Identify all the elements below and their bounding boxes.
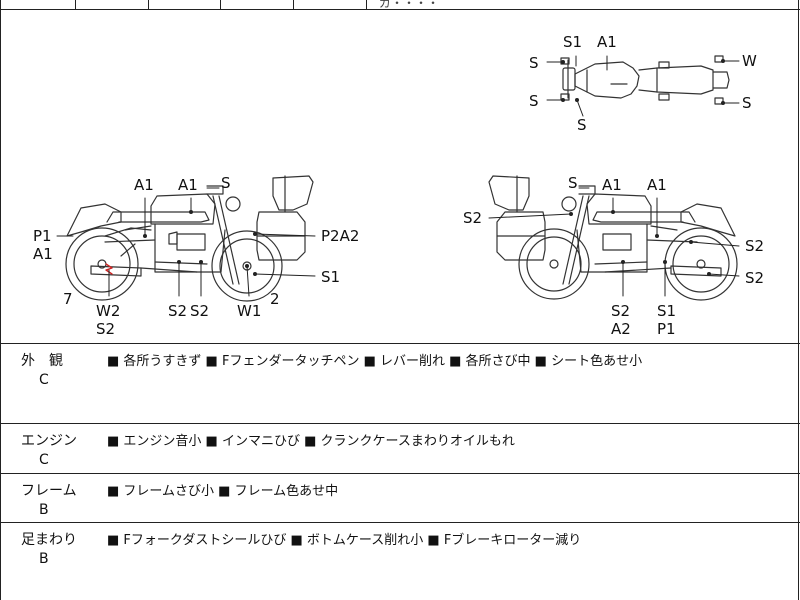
header-cell (148, 0, 221, 10)
top-view-label-s-upper: S (529, 54, 539, 72)
header-strip: ガ・・・・ (1, 0, 800, 10)
right-view-label-s2-bag: S2 (463, 209, 482, 227)
section-exterior: 外 観 C ■ 各所うすきず ■ Fフェンダータッチペン ■ レバー削れ ■ 各… (1, 344, 800, 424)
right-side-motorcycle (488, 175, 738, 301)
right-view-label-s1: S1 (657, 302, 676, 320)
top-view-label-s-right: S (742, 94, 752, 112)
top-view-label-w: W (742, 52, 757, 70)
section-grade: C (39, 452, 49, 468)
right-view-label-s2-engine: S2 (611, 302, 630, 320)
left-view-label-s1: S1 (321, 268, 340, 286)
left-view-label-a1-rear: A1 (33, 245, 53, 263)
left-view-label-s2: S2 (96, 320, 115, 338)
section-title: フレーム (21, 483, 77, 499)
top-view-label-a1: A1 (597, 33, 617, 51)
left-view-label-7: 7 (63, 290, 73, 308)
left-view-label-p2a2: P2A2 (321, 227, 359, 245)
section-title: 外 観 (21, 353, 63, 369)
header-cell (1, 0, 76, 10)
section-grade: B (39, 502, 49, 518)
section-grade: C (39, 372, 49, 388)
left-view-label-s-handle: S (221, 174, 231, 192)
left-view-label-s2-engine: S2 (168, 302, 187, 320)
header-cell (220, 0, 294, 10)
section-grade: B (39, 551, 49, 567)
section-engine: エンジン C ■ エンジン音小 ■ インマニひび ■ クランクケースまわりオイル… (1, 424, 800, 474)
motorcycle-diagram-svg: S1 A1 S S S W S A1 A1 S P1 A1 P2A2 S1 7 … (33, 33, 764, 338)
top-view-label-s-lower: S (529, 92, 539, 110)
section-frame: フレーム B ■ フレームさび小 ■ フレーム色あせ中 (1, 474, 800, 523)
section-title: エンジン (21, 433, 77, 449)
left-view-label-s2-exhaust: S2 (190, 302, 209, 320)
left-view-label-w1: W1 (237, 302, 261, 320)
header-cell (75, 0, 149, 10)
left-view-label-a1-frame: A1 (134, 176, 154, 194)
leader-lines (56, 55, 740, 297)
damage-diagram: S1 A1 S S S W S A1 A1 S P1 A1 P2A2 S1 7 … (1, 10, 800, 344)
right-view-label-a1-frame: A1 (647, 176, 667, 194)
section-notes: ■ 各所うすきず ■ Fフェンダータッチペン ■ レバー削れ ■ 各所さび中 ■… (107, 354, 643, 369)
left-view-label-p1: P1 (33, 227, 52, 245)
section-suspension: 足まわり B ■ Fフォークダストシールひび ■ ボトムケース削れ小 ■ Fブレ… (1, 523, 800, 600)
top-view-motorcycle (560, 55, 730, 105)
right-view-label-s-handle: S (568, 174, 578, 192)
header-strip-text: ガ・・・・ (379, 0, 440, 10)
section-notes: ■ エンジン音小 ■ インマニひび ■ クランクケースまわりオイルもれ (107, 434, 515, 449)
left-view-label-a1-tank: A1 (178, 176, 198, 194)
left-side-motorcycle (65, 175, 314, 302)
right-view-label-s2-rear: S2 (745, 237, 764, 255)
top-view-label-s-bottom: S (577, 116, 587, 134)
top-view-label-s1: S1 (563, 33, 582, 51)
right-view-label-a1-tank: A1 (602, 176, 622, 194)
right-view-label-p1: P1 (657, 320, 676, 338)
right-view-label-a2: A2 (611, 320, 631, 338)
left-view-label-w2: W2 (96, 302, 120, 320)
right-view-label-s2-wheel: S2 (745, 269, 764, 287)
header-cell (293, 0, 367, 10)
left-view-label-2: 2 (270, 290, 280, 308)
section-notes: ■ Fフォークダストシールひび ■ ボトムケース削れ小 ■ Fブレーキローター減… (107, 533, 582, 548)
section-title: 足まわり (21, 532, 77, 548)
leader-dots (143, 59, 725, 276)
section-notes: ■ フレームさび小 ■ フレーム色あせ中 (107, 484, 339, 499)
